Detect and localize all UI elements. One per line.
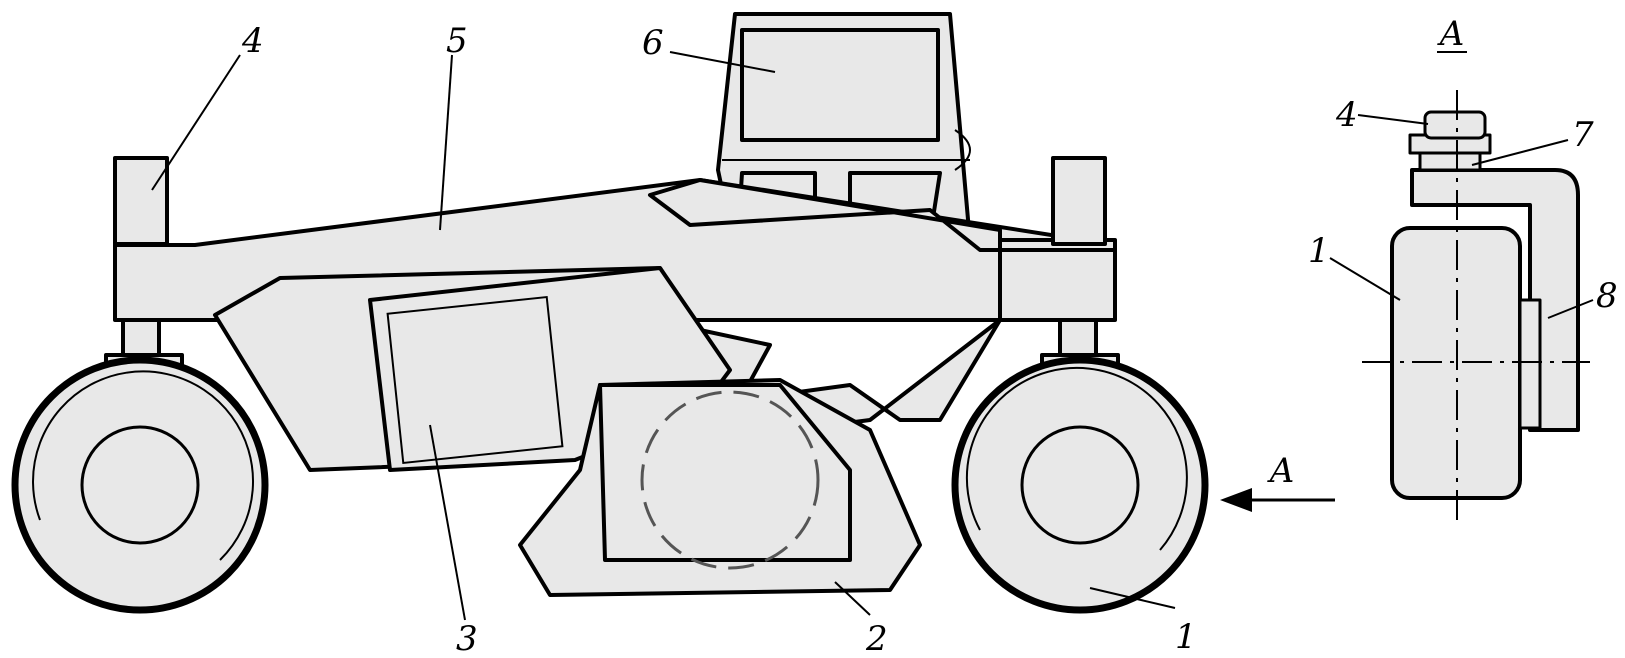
callouts: 4 5 6 3 2 1 1 4 7 8 (241, 21, 1618, 658)
callout-hatch: 3 (456, 619, 478, 658)
view-a: A (1362, 14, 1590, 520)
callout-arm: 8 (1596, 276, 1618, 316)
right-wheel (951, 356, 1209, 614)
view-arrow: A (1220, 451, 1335, 512)
main-frame (113, 178, 1117, 472)
view-title: A (1437, 14, 1465, 54)
callout-wheel: 1 (1175, 617, 1197, 657)
callout-pillar-side: 4 (1335, 95, 1358, 135)
callout-pillar-left: 4 (241, 21, 264, 61)
leader-lines (151, 51, 1594, 621)
callout-cab: 6 (642, 23, 664, 63)
view-arrow-label: A (1267, 451, 1295, 491)
callout-frame: 5 (446, 21, 468, 61)
callout-track: 2 (865, 619, 888, 658)
callout-wheel-side: 1 (1308, 231, 1330, 271)
callout-bracket: 7 (1572, 115, 1594, 155)
left-wheel (11, 356, 269, 614)
track (518, 378, 922, 597)
